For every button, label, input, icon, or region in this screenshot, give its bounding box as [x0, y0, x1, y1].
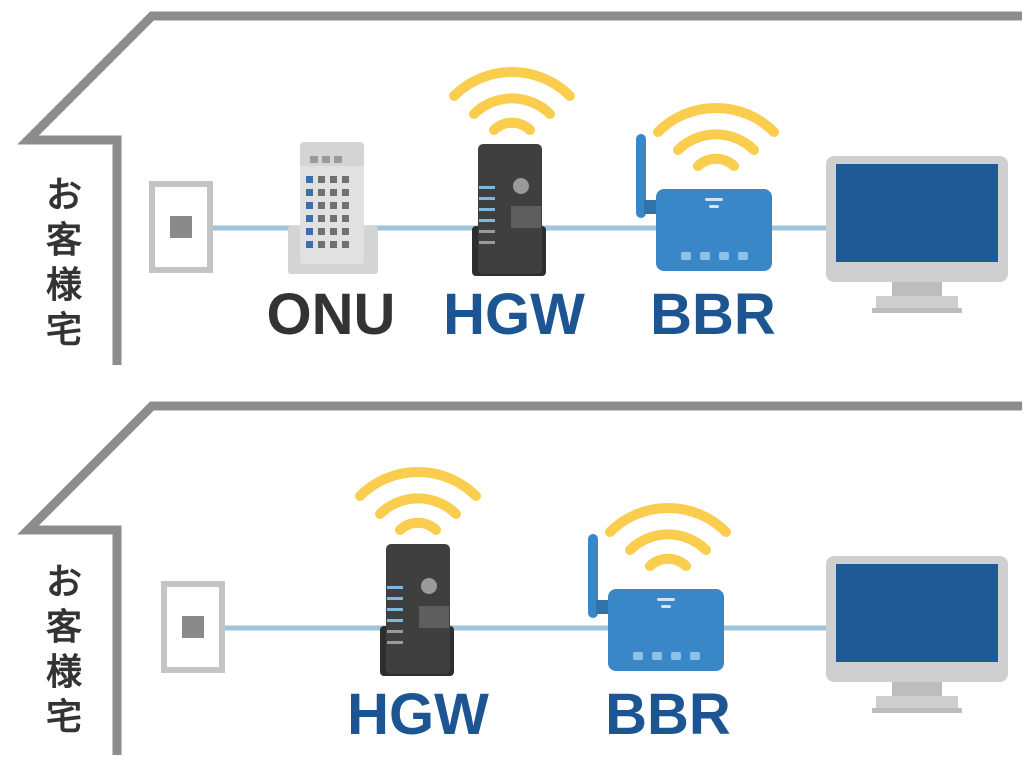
- house-label-char: 宅: [46, 309, 82, 351]
- onu-indicator-led: [306, 215, 313, 222]
- onu-indicator-led: [330, 228, 337, 235]
- monitor-icon: [826, 156, 1008, 313]
- house-label: お 客 様 宅: [46, 175, 83, 351]
- onu-indicator-led: [330, 241, 337, 248]
- onu-indicator-led: [318, 241, 325, 248]
- panel-without-onu: お 客 様 宅 HGW: [17, 401, 1022, 755]
- hgw-wifi-icon: [449, 66, 575, 135]
- onu-indicator-led: [330, 176, 337, 183]
- house-label-char: お: [46, 562, 82, 603]
- bbr-wifi-icon: [605, 502, 731, 571]
- hgw-label: HGW: [443, 282, 585, 347]
- onu-device-icon: [288, 142, 378, 274]
- bbr-router-icon: [588, 534, 724, 671]
- onu-indicator-led: [306, 189, 313, 196]
- hgw-device-icon: [472, 144, 546, 276]
- onu-indicator-led: [306, 241, 313, 248]
- onu-indicator-led: [342, 176, 349, 183]
- house-label: お 客 様 宅: [46, 562, 83, 738]
- onu-indicator-led: [306, 202, 313, 209]
- house-outline: [17, 401, 1022, 755]
- bbr-label: BBR: [605, 682, 731, 747]
- monitor-icon: [826, 556, 1008, 713]
- bbr-label: BBR: [650, 282, 776, 347]
- wall-outlet-icon: [161, 581, 225, 673]
- onu-indicator-led: [342, 189, 349, 196]
- onu-label: ONU: [267, 282, 396, 347]
- wall-outlet-icon: [149, 181, 213, 273]
- hgw-label: HGW: [347, 682, 489, 747]
- house-label-char: 宅: [46, 696, 82, 738]
- onu-indicator-led: [306, 176, 313, 183]
- onu-indicator-led: [318, 228, 325, 235]
- onu-indicator-led: [342, 202, 349, 209]
- hgw-device-icon: [380, 544, 454, 676]
- onu-indicator-led: [318, 215, 325, 222]
- hgw-wifi-icon: [355, 466, 481, 535]
- panel-with-onu: お 客 様 宅 ONU: [17, 11, 1022, 365]
- onu-indicator-led: [330, 215, 337, 222]
- house-label-char: 様: [46, 652, 83, 693]
- bbr-wifi-icon: [653, 102, 779, 171]
- house-label-char: 客: [46, 607, 82, 648]
- onu-indicator-led: [342, 215, 349, 222]
- onu-indicator-led: [330, 189, 337, 196]
- house-outline: [17, 11, 1022, 365]
- onu-indicator-led: [342, 228, 349, 235]
- onu-indicator-led: [306, 228, 313, 235]
- onu-indicator-led: [318, 176, 325, 183]
- onu-indicator-led: [318, 189, 325, 196]
- onu-indicator-led: [342, 241, 349, 248]
- onu-indicator-led: [318, 202, 325, 209]
- bbr-router-icon: [636, 134, 772, 271]
- house-label-char: お: [46, 175, 82, 216]
- onu-indicator-led: [330, 202, 337, 209]
- house-label-char: 客: [46, 220, 82, 261]
- house-label-char: 様: [46, 265, 83, 306]
